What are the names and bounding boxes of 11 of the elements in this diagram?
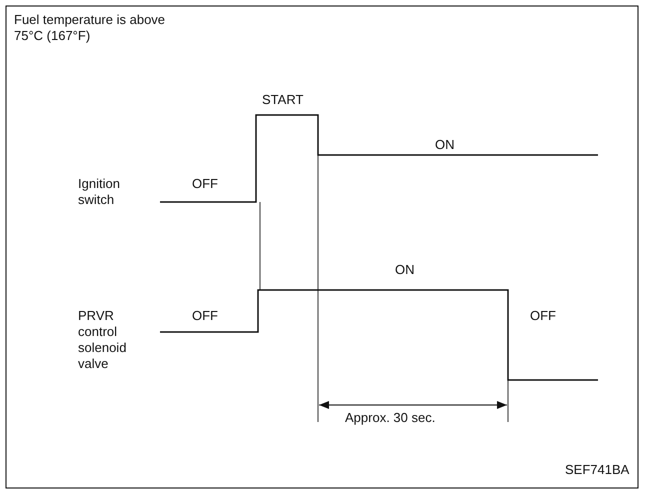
condition-note: Fuel temperature is above 75°C (167°F): [14, 12, 166, 44]
signal-name: PRVR control solenoid valve: [78, 308, 128, 372]
state-label: ON: [395, 262, 414, 278]
state-label: START: [262, 92, 304, 108]
figure-code: SEF741BA: [565, 462, 630, 478]
state-label: ON: [435, 137, 454, 153]
state-label: OFF: [192, 176, 218, 192]
signal-name: Ignition switch: [78, 176, 121, 208]
state-label: OFF: [530, 308, 556, 324]
state-label: OFF: [192, 308, 218, 324]
dimension-label: Approx. 30 sec.: [345, 410, 436, 426]
